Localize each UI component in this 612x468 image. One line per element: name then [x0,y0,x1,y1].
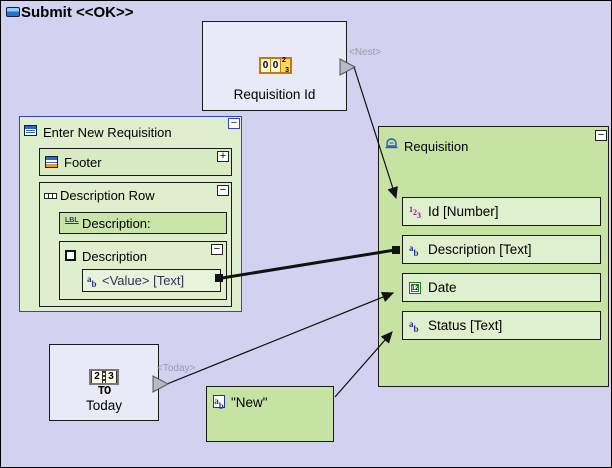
node-footer[interactable]: Footer + [39,148,232,176]
flow-value-to-description[interactable] [221,248,396,280]
date-type-icon: 12 [409,282,421,294]
data-structure-icon [385,138,398,149]
text-type-icon: ab [87,274,97,289]
collapse-button[interactable]: − [217,185,229,196]
text-type-icon: ab [409,243,419,258]
node-requisition[interactable]: Requisition − 123 Id [Number] ab Descrip… [378,126,609,387]
footer-icon [45,156,58,168]
node-label: Description Row [60,188,155,203]
expand-button[interactable]: + [217,151,229,162]
node-enter-new-requisition[interactable]: Enter New Requisition − Footer + Descrip… [19,116,242,312]
node-description-row[interactable]: Description Row − LBL Description: Descr… [39,182,232,307]
display-icon [24,125,37,136]
port-label-nest: <Nest> [349,47,382,58]
field-label: Id [Number] [428,204,499,219]
field-date[interactable]: 12 Date [402,273,601,302]
node-label: Footer [64,155,102,170]
input-box-icon [65,250,76,261]
port-label-today: <Today> [157,363,196,374]
diagram-title: Submit <<OK>> [21,4,134,21]
node-label: Enter New Requisition [43,125,172,140]
collapse-button[interactable]: − [228,118,240,129]
string-constant-icon: ab [213,395,225,411]
field-id-number[interactable]: 123 Id [Number] [402,197,601,226]
number-type-icon: 123 [409,205,421,220]
field-label: Date [428,280,457,295]
text-type-icon: ab [409,319,419,334]
label-icon: LBL [65,217,79,224]
node-label: Description: [82,216,151,231]
field-description-text[interactable]: ab Description [Text] [402,235,601,264]
node-label: Description [82,249,148,264]
collapse-button[interactable]: − [211,244,223,255]
process-icon [6,7,20,17]
field-label: Status [Text] [428,318,503,333]
to-label: TO [97,384,111,398]
node-label: <Value> [Text] [102,273,185,288]
node-label: Requisition Id [233,87,316,102]
node-label: Requisition [404,139,469,154]
node-label: "New" [231,395,268,410]
row-icon [44,193,57,199]
field-status-text[interactable]: ab Status [Text] [402,311,601,340]
node-description-input[interactable]: Description − ab <Value> [Text] [59,241,227,300]
node-new-constant[interactable]: ab "New" [206,386,334,442]
field-label: Description [Text] [428,242,532,257]
node-value-text[interactable]: ab <Value> [Text] [82,269,221,292]
node-description-label[interactable]: LBL Description: [59,212,227,234]
node-label: Today [85,398,123,413]
collapse-button[interactable]: − [595,130,607,141]
